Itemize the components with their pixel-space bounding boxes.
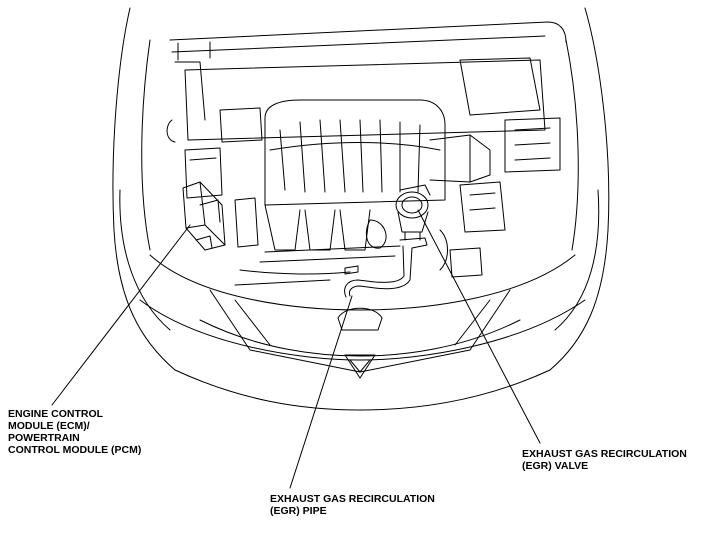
egr-valve-label-line-1: EXHAUST GAS RECIRCULATION — [522, 448, 687, 460]
ecm-leader-line — [51, 224, 191, 406]
ecm-pcm-module — [182, 181, 226, 251]
ecm-label-line-1: ENGINE CONTROL — [8, 408, 104, 420]
egr-pipe-label: EXHAUST GAS RECIRCULATION (EGR) PIPE — [270, 493, 435, 517]
egr-valve — [395, 184, 431, 241]
engine-components — [166, 57, 561, 286]
leader-lines — [51, 209, 541, 489]
car-body-outline — [112, 7, 610, 411]
ecm-label-line-2: MODULE (ECM)/ — [8, 420, 90, 432]
ecm-label-line-3: POWERTRAIN — [8, 432, 80, 444]
egr-valve-label-line-2: (EGR) VALVE — [522, 460, 589, 472]
egr-pipe-label-line-1: EXHAUST GAS RECIRCULATION — [270, 493, 435, 505]
egr-valve-label: EXHAUST GAS RECIRCULATION (EGR) VALVE — [522, 448, 687, 472]
ecm-label-line-4: CONTROL MODULE (PCM) — [8, 444, 142, 456]
egr-valve-leader-line — [417, 209, 541, 444]
egr-pipe — [344, 237, 428, 298]
egr-pipe-leader-line — [289, 295, 353, 489]
egr-pipe-label-line-2: (EGR) PIPE — [270, 505, 327, 517]
ecm-pcm-label: ENGINE CONTROL MODULE (ECM)/ POWERTRAIN … — [8, 408, 141, 456]
